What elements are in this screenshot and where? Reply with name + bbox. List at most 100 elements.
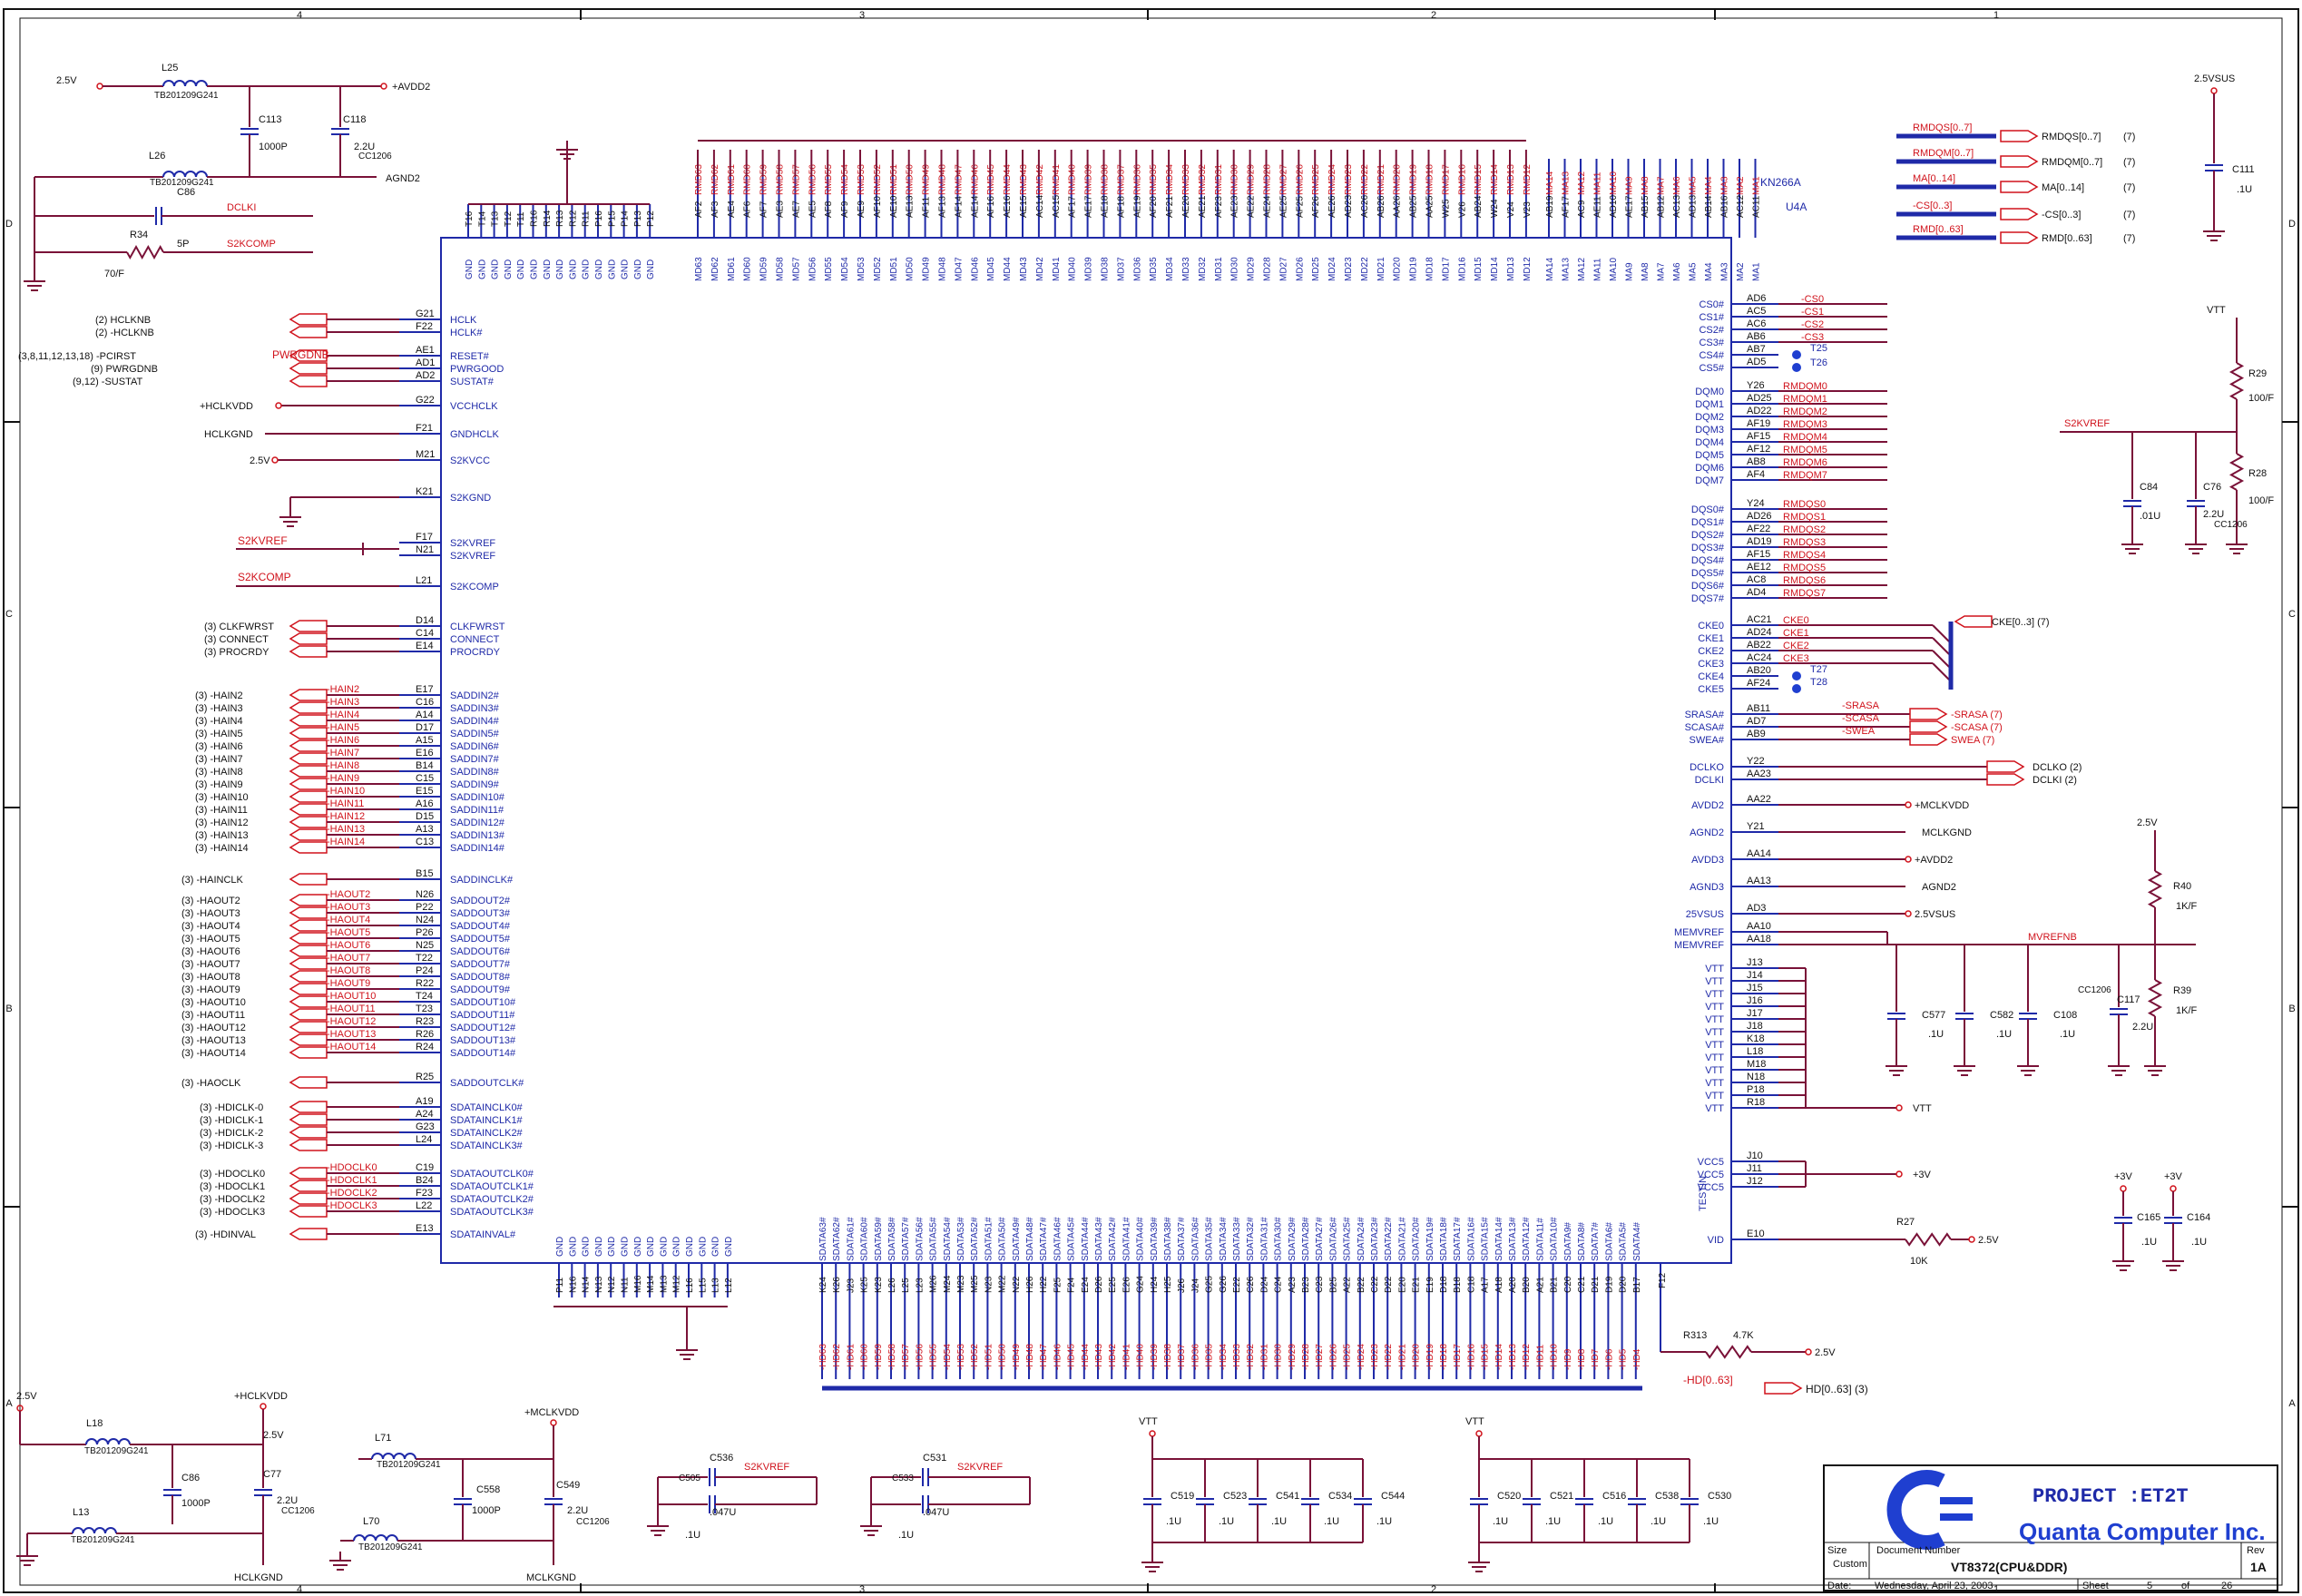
hd-net-label: -HD58: [887, 1344, 897, 1370]
hd-net-label: -HD9: [1563, 1348, 1573, 1370]
chip-pin-name: SADDOUT11#: [450, 1010, 515, 1021]
chip-pin-name: MA5: [1689, 262, 1699, 281]
chip-pin-name: SADDIN5#: [450, 729, 500, 739]
ma-net-label: MA4: [1704, 176, 1714, 195]
chip-pin-name: MD17: [1441, 257, 1451, 281]
l18-inductor: [85, 1438, 131, 1445]
chip-pin-name: CS0#: [1699, 299, 1724, 310]
chip-pin-name: MD20: [1393, 257, 1403, 281]
chip-pin-name: SDATA37#: [1177, 1217, 1187, 1261]
chip-pin-name: CKE0: [1698, 621, 1724, 632]
chip-pin-name: GND: [607, 1237, 617, 1257]
chip-pin-name: MEMVREF: [1674, 927, 1724, 938]
chip-pin-ball: N23: [984, 1276, 994, 1293]
hd-net-label: -HD63: [818, 1344, 828, 1370]
rmdqs-net: RMDQS5: [1783, 563, 1826, 573]
chip-pin-ball: G24: [1136, 1276, 1146, 1293]
signal-port: [289, 1101, 328, 1113]
chip-pin-name: GND: [555, 259, 565, 279]
chip-pin-ball: K24: [818, 1277, 828, 1293]
signal-port: [289, 894, 328, 906]
hd-net-label: -HD56: [915, 1344, 925, 1370]
chip-pin-ball: R12: [568, 210, 578, 227]
chip-pin-name: SDATA16#: [1466, 1217, 1476, 1261]
chip-pin-ball: N22: [1012, 1276, 1022, 1293]
p3v-cap-ground: [2112, 1252, 2134, 1271]
chip-pin-ball: AB15: [1641, 195, 1651, 218]
l70-ground: [329, 1552, 351, 1571]
mvrefnb-net: MVREFNB: [2028, 932, 2077, 943]
rmd-net-label: RMD16: [1457, 164, 1467, 195]
hd-net-label: -HD37: [1177, 1344, 1187, 1370]
signal-label: (3) -HAOUT13: [181, 1035, 246, 1046]
p3v-label: +3V: [1913, 1170, 1932, 1180]
s2kcomp-top: S2KCOMP: [227, 239, 276, 250]
memcap-ground: [2017, 1057, 2039, 1076]
chip-pin-ball: L16: [685, 1278, 695, 1293]
signal-port: [289, 1076, 328, 1089]
docnum-value: VT8372(CPU&DDR): [1951, 1560, 2067, 1574]
bank-cap: [1680, 1498, 1699, 1505]
chip-pin-name: MD40: [1068, 257, 1078, 281]
dclko-label: DCLKO (2): [2033, 762, 2082, 773]
signal-label: (3) -HAOUT7: [181, 959, 240, 970]
chip-pin-ball: AC11: [1752, 195, 1762, 218]
agnd2-top: AGND2: [386, 173, 420, 184]
chip-pin-ball: V24: [1506, 201, 1516, 218]
port-circle: [1805, 1348, 1812, 1356]
chip-pin-name: MD32: [1198, 257, 1208, 281]
bank-cap: [1628, 1498, 1646, 1505]
signal-port: [289, 1205, 328, 1218]
r28-ref: R28: [2248, 468, 2267, 479]
p3v-cap-symbol: [2164, 1217, 2182, 1224]
ma-net-label: MA14: [1545, 171, 1555, 195]
l25-ref: L25: [162, 63, 178, 73]
chip-pin-name: SDATA26#: [1328, 1217, 1338, 1261]
rmd-net-label: RMD25: [1311, 164, 1321, 195]
hd-net-label: -HD46: [1053, 1344, 1063, 1370]
hd-net-label: -HD5: [1619, 1348, 1629, 1370]
hd-net-label: -HD25: [1343, 1344, 1353, 1370]
chip-pin-ball: AF8: [824, 201, 834, 218]
signal-port: [289, 1008, 328, 1021]
port-circle: [1968, 1236, 1975, 1243]
vtt-bank: VTT: [1465, 1416, 1484, 1427]
chip-pin-ball: W25: [1441, 199, 1451, 218]
net-label: -HAIN8: [327, 760, 359, 771]
chip-pin-ball: R13: [555, 210, 565, 227]
hd-net-label: -HD48: [1025, 1344, 1035, 1370]
hd-net-label: -HD54: [943, 1344, 953, 1370]
chip-pin-name: CS2#: [1699, 325, 1724, 336]
net-label: -HAIN7: [327, 748, 359, 759]
chip-pin-ball: M18: [1747, 1059, 1766, 1070]
t27-dot: [1792, 671, 1801, 681]
chip-pin-ball: AB19: [1545, 195, 1555, 218]
memcap-cap: [1955, 1013, 1974, 1020]
rmd-net-label: RMD37: [1116, 164, 1126, 195]
signal-label: (3) -HAOUT2: [181, 896, 240, 906]
chip-pin-ball: A17: [1481, 1277, 1491, 1293]
chip-pin-ball: C26: [1246, 1276, 1256, 1293]
signal-label: (3) -HAOUT5: [181, 934, 240, 945]
chip-pin-ball: AC13: [1672, 195, 1682, 218]
chip-pin-name: SDATA52#: [970, 1217, 980, 1261]
chip-pin-name: SDATA34#: [1219, 1217, 1229, 1261]
chip-pin-ball: J10: [1747, 1150, 1763, 1161]
rmd-net-label: RMD45: [986, 164, 996, 195]
of-label: of: [2181, 1581, 2190, 1591]
r27-value: 10K: [1910, 1256, 1928, 1267]
l70-inductor: [353, 1534, 398, 1542]
signal-port: [289, 375, 328, 387]
vtt-bank: VTT: [1139, 1416, 1158, 1427]
chip-pin-name: VTT: [1705, 1040, 1724, 1051]
chip-pin-name: DCLKO: [1690, 762, 1724, 773]
chip-pin-name: SDATA40#: [1136, 1217, 1146, 1261]
net-label: -HDOCLK3: [327, 1200, 377, 1211]
chip-pin-ball: M16: [633, 1275, 643, 1293]
r34-resistor: [126, 244, 164, 260]
chip-pin-ball: AE20: [1181, 195, 1191, 218]
chip-pin-ball: M25: [970, 1275, 980, 1293]
rmd-net-label: RMD47: [954, 164, 964, 195]
chip-pin-name: SDATA8#: [1577, 1222, 1587, 1261]
chip-pin-name: MD43: [1019, 257, 1029, 281]
